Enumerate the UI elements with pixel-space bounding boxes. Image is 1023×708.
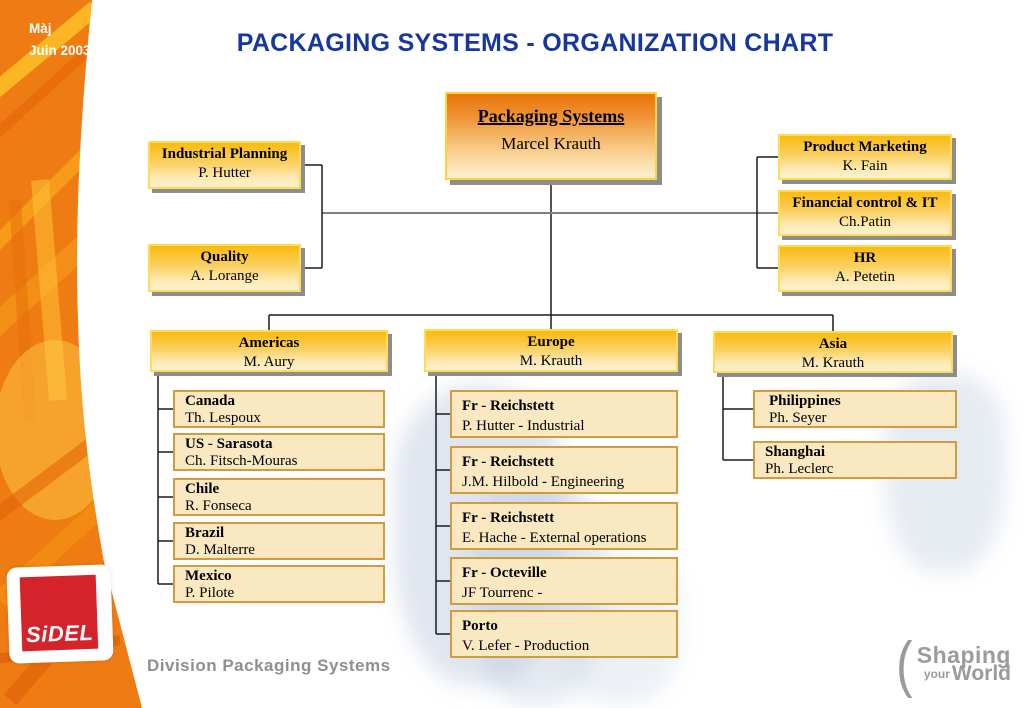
org-node-title: Fr - Octeville (462, 565, 547, 581)
org-node-title: Porto (462, 618, 498, 634)
org-node-asia: Asia M. Krauth (713, 331, 953, 373)
org-node-title: Asia (818, 336, 848, 352)
org-node-name: P. Hutter - Industrial (462, 418, 585, 434)
org-node-fr-reichstett-engineering: Fr - Reichstett J.M. Hilbold - Engineeri… (450, 446, 678, 494)
org-node-americas: Americas M. Aury (150, 330, 388, 372)
org-node-title: Fr - Reichstett (462, 398, 555, 414)
org-node-quality: Quality A. Lorange (148, 244, 301, 292)
org-node-title: Packaging Systems (477, 106, 625, 126)
org-node-packaging-systems: Packaging Systems Marcel Krauth (445, 92, 657, 180)
org-node-fr-reichstett-industrial: Fr - Reichstett P. Hutter - Industrial (450, 390, 678, 438)
org-node-product-marketing: Product Marketing K. Fain (778, 134, 952, 180)
org-node-fr-octeville: Fr - Octeville JF Tourrenc - (450, 557, 678, 605)
org-node-title: Fr - Reichstett (462, 454, 555, 470)
org-node-canada: Canada Th. Lespoux (173, 390, 385, 428)
org-node-title: Chile (185, 481, 220, 497)
org-node-fr-reichstett-external-operations: Fr - Reichstett E. Hache - External oper… (450, 502, 678, 550)
org-node-name: K. Fain (842, 158, 888, 174)
org-node-name: A. Lorange (190, 268, 259, 284)
org-node-name: Ch. Fitsch-Mouras (185, 453, 298, 469)
org-node-title: Product Marketing (803, 139, 927, 155)
org-node-name: JF Tourrenc - (462, 585, 543, 601)
org-node-title: Mexico (185, 568, 232, 584)
org-node-hr: HR A. Petetin (778, 245, 952, 292)
org-node-title: Fr - Reichstett (462, 510, 555, 526)
org-node-title: Industrial Planning (161, 146, 288, 162)
page-title: PACKAGING SYSTEMS - ORGANIZATION CHART (236, 29, 834, 57)
org-node-mexico: Mexico P. Pilote (173, 565, 385, 603)
org-node-name: M. Aury (243, 354, 295, 370)
org-node-name: Th. Lespoux (185, 410, 261, 426)
revision-date-value: Juin 2003 (29, 43, 91, 58)
org-node-title: Financial control & IT (792, 195, 938, 211)
org-node-name: P. Pilote (185, 585, 235, 601)
org-node-name: M. Krauth (519, 353, 583, 369)
org-node-title: Quality (200, 249, 249, 265)
org-node-title: Shanghai (765, 444, 826, 460)
org-node-title: Brazil (185, 525, 225, 541)
org-node-name: V. Lefer - Production (462, 638, 590, 654)
org-node-name: M. Krauth (801, 355, 865, 371)
tagline-your: your (923, 667, 950, 681)
org-node-industrial-planning: Industrial Planning P. Hutter (148, 141, 301, 189)
org-node-title: HR (853, 250, 877, 266)
org-node-name: Ph. Leclerc (765, 461, 834, 477)
org-node-financial-control-it: Financial control & IT Ch.Patin (778, 190, 952, 236)
org-node-name: D. Malterre (185, 542, 255, 558)
tagline-paren-glyph: ( (896, 630, 913, 699)
org-node-title: Americas (238, 335, 300, 351)
org-node-us-sarasota: US - Sarasota Ch. Fitsch-Mouras (173, 433, 385, 471)
org-node-name: Ph. Seyer (769, 410, 827, 426)
revision-date-label: Màj (29, 21, 52, 36)
org-node-chile: Chile R. Fonseca (173, 478, 385, 516)
org-node-title: US - Sarasota (185, 436, 273, 452)
org-node-name: R. Fonseca (185, 498, 252, 514)
org-node-name: P. Hutter (198, 165, 251, 181)
org-node-philippines: Philippines Ph. Seyer (753, 390, 957, 428)
tagline-line1: Shaping (916, 642, 1011, 668)
org-node-porto: Porto V. Lefer - Production (450, 610, 678, 658)
org-node-title: Canada (185, 393, 236, 409)
org-node-brazil: Brazil D. Malterre (173, 522, 385, 560)
org-node-name: J.M. Hilbold - Engineering (462, 474, 625, 490)
org-node-name: E. Hache - External operations (462, 530, 647, 546)
tagline-words: Shaping yourWorld (917, 636, 1011, 686)
org-node-title: Philippines (769, 393, 841, 409)
org-node-shanghai: Shanghai Ph. Leclerc (753, 441, 957, 479)
shaping-your-world-logo: ( Shaping yourWorld (894, 630, 1011, 699)
tagline-world: World (951, 662, 1011, 685)
org-node-name: A. Petetin (835, 269, 895, 285)
org-node-europe: Europe M. Krauth (424, 329, 678, 372)
org-node-name: Ch.Patin (838, 214, 892, 230)
tagline-line2: yourWorld (917, 662, 1011, 686)
org-node-name: Marcel Krauth (501, 134, 601, 153)
org-node-title: Europe (527, 334, 575, 350)
division-label: Division Packaging Systems (147, 656, 391, 675)
revision-date: Màj Juin 2003 (29, 18, 91, 62)
